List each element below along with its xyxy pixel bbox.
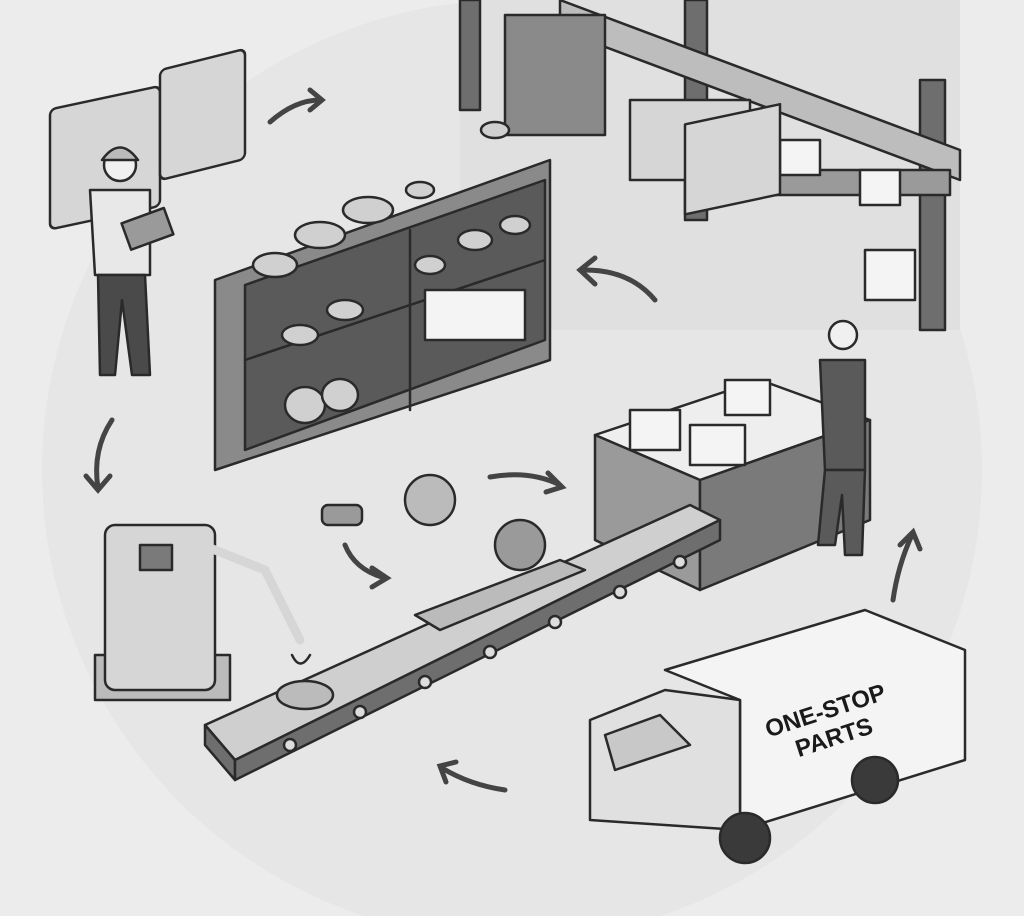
control-screen-icon: [138, 543, 174, 572]
parts-shelf: [213, 120, 552, 472]
bearing-parts: [251, 120, 532, 425]
monitor-icon: [683, 102, 782, 216]
cabinet-icon: [503, 13, 607, 137]
hard-hat-icon: [100, 146, 140, 162]
wheel-icon: [718, 811, 772, 865]
gear-icon: [403, 473, 457, 527]
arrow-icon: [582, 267, 658, 303]
robot-arm: [93, 523, 312, 702]
worker-head: [827, 319, 859, 351]
bearing-part: [275, 679, 335, 711]
tablet-icon: [120, 206, 175, 251]
arrow-icon: [94, 417, 115, 491]
box-icon: [628, 408, 682, 452]
bolt-icon: [320, 503, 364, 527]
wheel-icon: [850, 755, 900, 805]
arrow-icon: [439, 765, 508, 793]
conveyor-belt: [203, 473, 722, 782]
arrow-icon: [267, 97, 323, 125]
flange-part: [493, 518, 547, 572]
flow-arrows: [83, 87, 923, 793]
arrow-icon: [890, 532, 915, 603]
delivery-truck: ONE-STOP PARTS: [588, 608, 967, 865]
box-icon: [863, 248, 917, 302]
windshield: [603, 713, 692, 772]
arrow-icon: [342, 542, 388, 581]
engineer-figure: [48, 48, 247, 377]
